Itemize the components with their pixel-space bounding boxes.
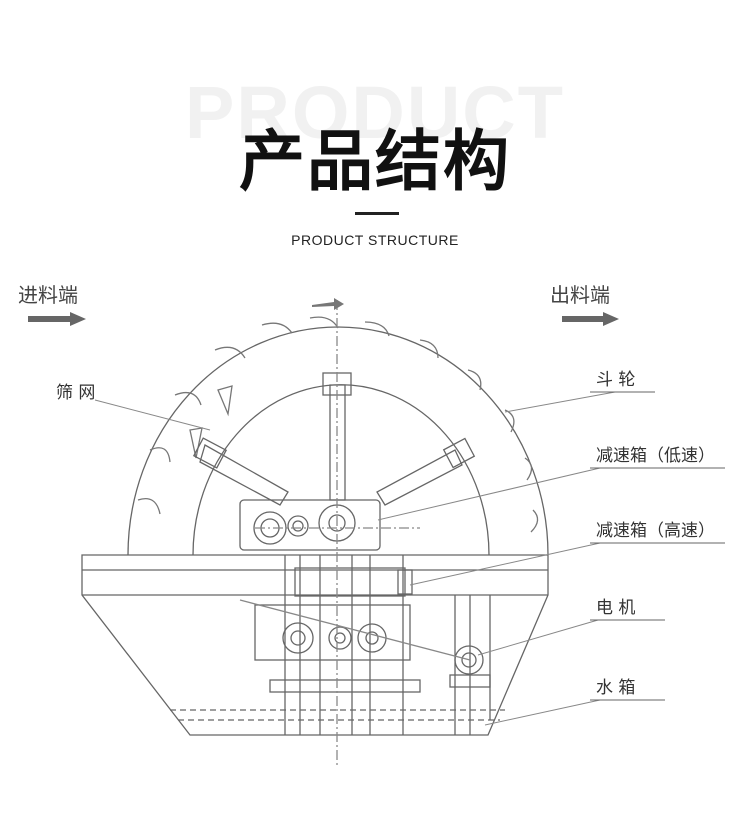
outlet-arrow <box>562 312 619 326</box>
label-water-tank: 水 箱 <box>596 678 635 698</box>
label-reducer-low: 减速箱（低速） <box>596 446 715 466</box>
motor <box>454 645 484 675</box>
water-tank <box>81 554 549 736</box>
label-motor: 电 机 <box>596 598 635 618</box>
wheel-buckets <box>137 316 539 533</box>
page-subtitle: PRODUCT STRUCTURE <box>291 232 459 248</box>
support-columns <box>284 555 491 735</box>
wheel-spoke-right <box>376 449 463 506</box>
title-divider <box>355 212 399 215</box>
wheel-outer-rim <box>127 326 549 556</box>
label-bucket-wheel: 斗 轮 <box>596 370 635 390</box>
spoke-clamp-left <box>192 437 228 469</box>
wheel-spoke-left <box>199 444 289 506</box>
outlet-label: 出料端 <box>550 283 610 307</box>
label-screen: 筛 网 <box>56 383 95 403</box>
reducer-low-housing <box>239 499 381 551</box>
inlet-arrow <box>28 312 86 326</box>
rotation-arrow <box>312 298 344 310</box>
page-title: 产品结构 <box>239 123 511 200</box>
watermark-text: PRODUCT <box>185 71 565 154</box>
label-reducer-high: 减速箱（高速） <box>596 521 715 541</box>
spoke-clamp-right <box>442 437 476 469</box>
inlet-label: 进料端 <box>18 283 78 307</box>
drive-frame <box>254 604 411 661</box>
